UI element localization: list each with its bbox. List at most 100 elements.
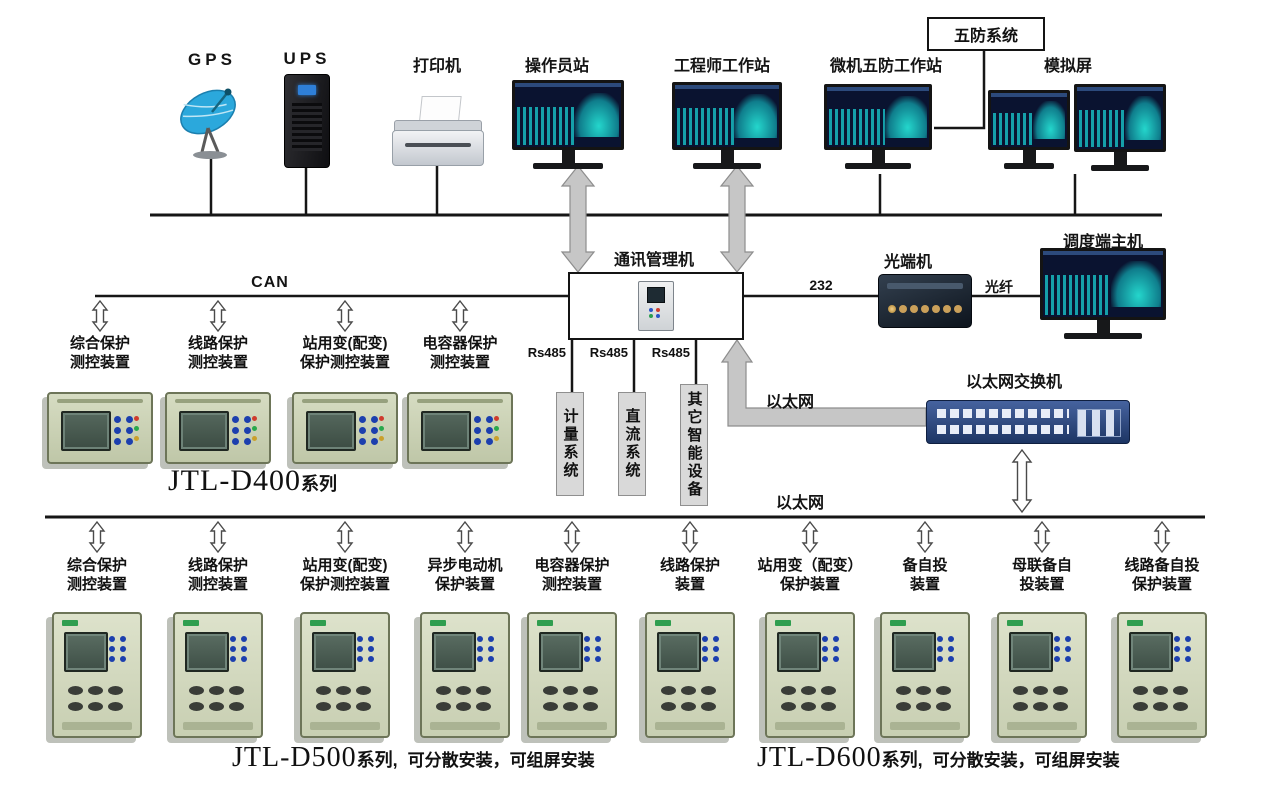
label-line2: 测控装置 [541,576,603,593]
operator-monitor [512,80,624,169]
bottom-device-label: 站用变（配变） 保护装置 [757,556,862,594]
protection-relay-device-image [1117,612,1207,738]
ethernet-switch-label: 以太网交换机 [965,374,1063,391]
label-line1: 电容器保护 [422,335,498,352]
d600-suffix: 系列, [881,750,923,770]
label-line2: 测控装置 [187,354,249,371]
label-line2: 保护装置 [779,576,841,593]
wufang-system-link-line [934,48,986,130]
can-device-label: 电容器保护测控装置 [422,334,497,372]
d500-suffix: 系列, [356,750,398,770]
label-line2: 测控装置 [69,354,131,371]
double-arrow-icon [88,520,106,554]
monitor-base [1063,333,1143,339]
protection-relay-device-image [527,612,617,738]
label-line2: 保护测控装置 [299,354,391,371]
label-line1: 母联备自 [1011,557,1073,574]
ups-tower-image [284,74,330,168]
double-arrow-icon [209,299,227,333]
label-line2: 保护装置 [434,576,496,593]
switch-bus-double-arrow-icon [1011,448,1033,514]
wufang-workstation-label: 微机五防工作站 [829,58,943,75]
mimic-screen-label: 模拟屏 [1043,58,1093,75]
ups-display [298,85,316,95]
monitor-stand [720,150,734,163]
d600-model: JTL-D600 [757,742,882,773]
protection-relay-device-image [52,612,142,738]
engineer-station-label: 工程师工作站 [673,58,771,75]
label-line2: 保护装置 [1131,576,1193,593]
gps-label: GPS [188,50,236,69]
label-line2: 测控装置 [66,576,128,593]
label-line1: 电容器保护 [534,557,610,574]
ethernet-link-thick-arrow [720,338,927,427]
d400-relay-device-image [165,392,271,464]
d500-model: JTL-D500 [232,742,357,773]
double-arrow-icon [916,520,934,554]
bottom-device-label: 母联备自投装置 [1012,556,1072,594]
rs485-label-2: Rs485 [589,345,628,360]
monitor-screen [512,80,624,150]
double-arrow-icon [336,520,354,554]
bottom-device-label: 综合保护测控装置 [67,556,127,594]
double-arrow-icon [456,520,474,554]
monitor-stand [871,150,885,163]
label-line1: 站用变（配变） [757,557,863,574]
d400-relay-device-image [407,392,513,464]
bottom-device-label: 电容器保护测控装置 [534,556,609,594]
label-line1: 线路备自投 [1124,557,1200,574]
label-line1: 异步电动机 [427,557,503,574]
fiber-label: 光纤 [985,279,1013,295]
switch-ports-row1 [937,409,1069,418]
label-line2: 装置 [674,576,706,593]
comm-manager-label: 通讯管理机 [613,252,695,269]
d400-series-title: JTL-D400 系列 [168,464,337,498]
d400-model: JTL-D400 [168,464,301,497]
d500-note: 可分散安装，可组屏安装 [407,751,595,770]
mimic-monitor-left [988,90,1070,169]
protection-relay-device-image [420,612,510,738]
double-arrow-icon [563,520,581,554]
rs232-label: 232 [809,277,833,293]
monitor-screen [1040,248,1166,320]
double-arrow-icon [1153,520,1171,554]
rs485-label-1: Rs485 [527,345,566,360]
d500-series-title: JTL-D500 系列, 可分散安装，可组屏安装 [232,742,595,774]
monitor-screen [672,82,782,150]
operator-station-label: 操作员站 [524,58,590,75]
bottom-device-label: 站用变(配变)保护测控装置 [300,556,390,594]
ethernet-switch-image [926,400,1130,444]
monitor-stand [1113,152,1127,165]
label-line1: 备自投 [902,557,948,574]
double-arrow-icon [209,520,227,554]
dispatch-host-label: 调度端主机 [1062,234,1144,251]
d400-suffix: 系列 [300,474,337,494]
d600-note: 可分散安装，可组屏安装 [932,751,1120,770]
monitor-stand [1022,150,1036,163]
engineer-monitor [672,82,782,169]
double-arrow-icon [336,299,354,333]
wufang-system-label: 五防系统 [953,28,1018,45]
monitor-stand [1096,320,1110,333]
monitor-screen [824,84,932,150]
monitor-base [533,163,603,169]
rs485-label-3: Rs485 [651,345,690,360]
double-arrow-icon [681,520,699,554]
can-device-label: 站用变(配变)保护测控装置 [300,334,390,372]
dispatch-monitor [1040,248,1166,339]
monitor-stand [561,150,575,163]
ups-vents [292,103,322,151]
monitor-screen [1074,84,1166,152]
operator-comm-thick-arrow [560,165,596,273]
label-line1: 综合保护 [69,335,131,352]
label-line1: 综合保护 [66,557,128,574]
optical-terminal-label: 光端机 [883,254,933,271]
metering-system-box: 计量系统 [556,392,584,496]
monitor-base [692,163,762,169]
printer-body [392,130,484,166]
wufang-monitor [824,84,932,169]
label-line2: 测控装置 [187,576,249,593]
double-arrow-icon [91,299,109,333]
optical-terminal-image [878,274,972,328]
